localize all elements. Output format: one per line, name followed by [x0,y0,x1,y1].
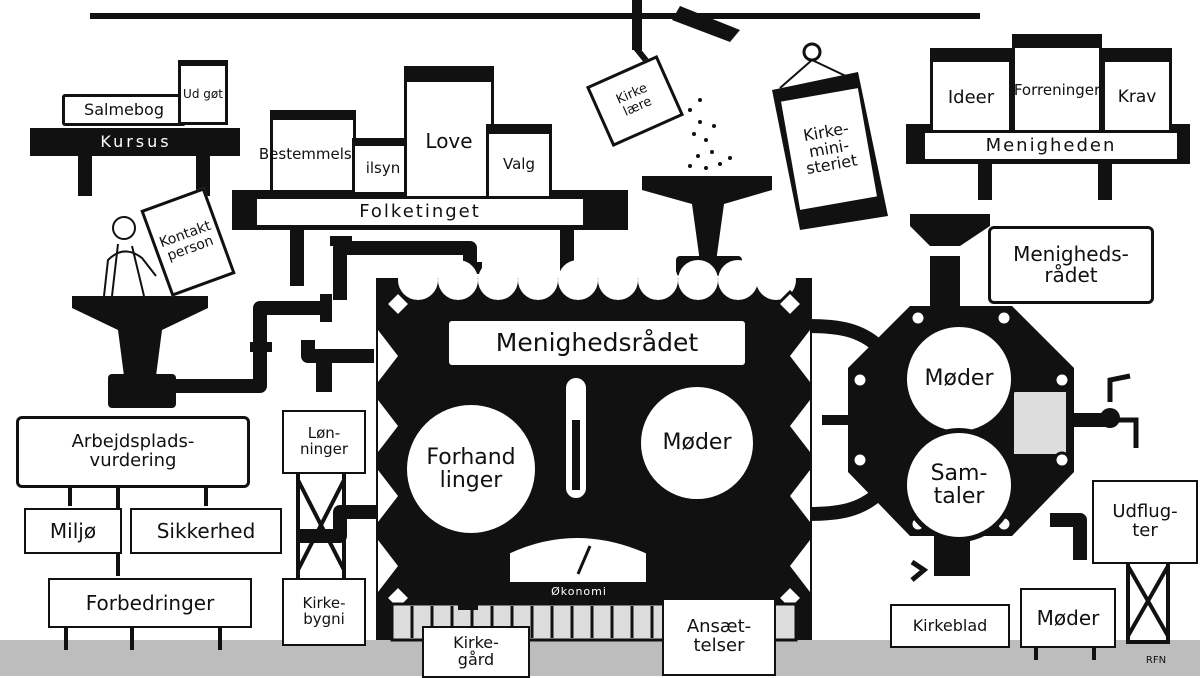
jar-love: Love [404,66,494,203]
left-funnel-base [108,374,176,408]
jar-krav: Krav [1102,48,1172,137]
box-kirkegaard: Kirke-gård [422,626,530,678]
sign-string [779,59,813,89]
thermometer-mercury [572,420,580,490]
shelf-bracket [78,156,92,196]
jar-valg: Valg [486,124,552,199]
jar-salmebog: Salmebog [62,94,186,126]
shelf-kursus-label: Kursus [100,131,172,151]
secondary-funnel [910,214,990,246]
jar-udgot: Ud gøt [178,60,228,125]
shelf-bracket [196,156,210,196]
dial-moder: Møder [636,382,758,504]
dial-moder-secondary: Møder [902,322,1016,436]
box-udflugter: Udflug-ter [1092,480,1198,564]
artist-signature: RFN [1145,654,1167,666]
box-forbedringer: Forbedringer [48,578,252,628]
gauge-needle [576,545,592,575]
sign-arbejdspladsvurdering: Arbejdsplads-vurdering [16,416,250,488]
shelf-bracket [978,164,992,200]
box-moder-output: Møder [1020,588,1116,648]
shelf-bracket [290,230,304,286]
secondary-funnel-neck [930,256,960,308]
sign-hook [802,42,822,62]
hanger-clamp [672,6,740,42]
main-machine-zigzag [378,330,810,592]
jar-ideer: Ideer [930,48,1012,137]
powder-particles [688,98,732,170]
box-kirkebygninger: Kirke-bygni [282,578,366,646]
crank-hub [1100,408,1120,428]
main-machine-title: Menighedsrådet [446,318,748,368]
box-lonninger: Løn-ninger [282,410,366,474]
hanger-pipe [632,0,642,50]
gauge-okonomi: Økonomi [551,585,607,599]
little-man-figure [103,216,157,297]
crank-handles [910,373,1139,582]
jar-bestemmelser: Bestemmelser [259,110,367,193]
shelf-menigheden-label: Menigheden [922,130,1180,162]
box-legs [64,468,1170,660]
dial-samtaler: Sam-taler [902,428,1016,542]
box-miljo: Miljø [24,508,122,554]
jar-forreninger: Forreninger [1012,34,1102,137]
left-funnel [72,296,208,376]
shelf-kursus-plank [30,128,240,156]
economy-gauge [506,534,650,586]
secondary-outlet [934,536,970,576]
shelf-bracket [1098,164,1112,200]
shelf-folketinget-label: Folketinget [254,196,586,228]
main-machine-scallops [398,260,796,300]
secondary-machine-title: Menigheds-rådet [988,226,1154,304]
box-kirkeblad: Kirkeblad [890,604,1010,648]
box-ansaettelser: Ansæt-telser [662,598,776,676]
top-funnel [642,176,772,262]
secondary-machine-panel [1014,392,1066,454]
box-sikkerhed: Sikkerhed [130,508,282,554]
